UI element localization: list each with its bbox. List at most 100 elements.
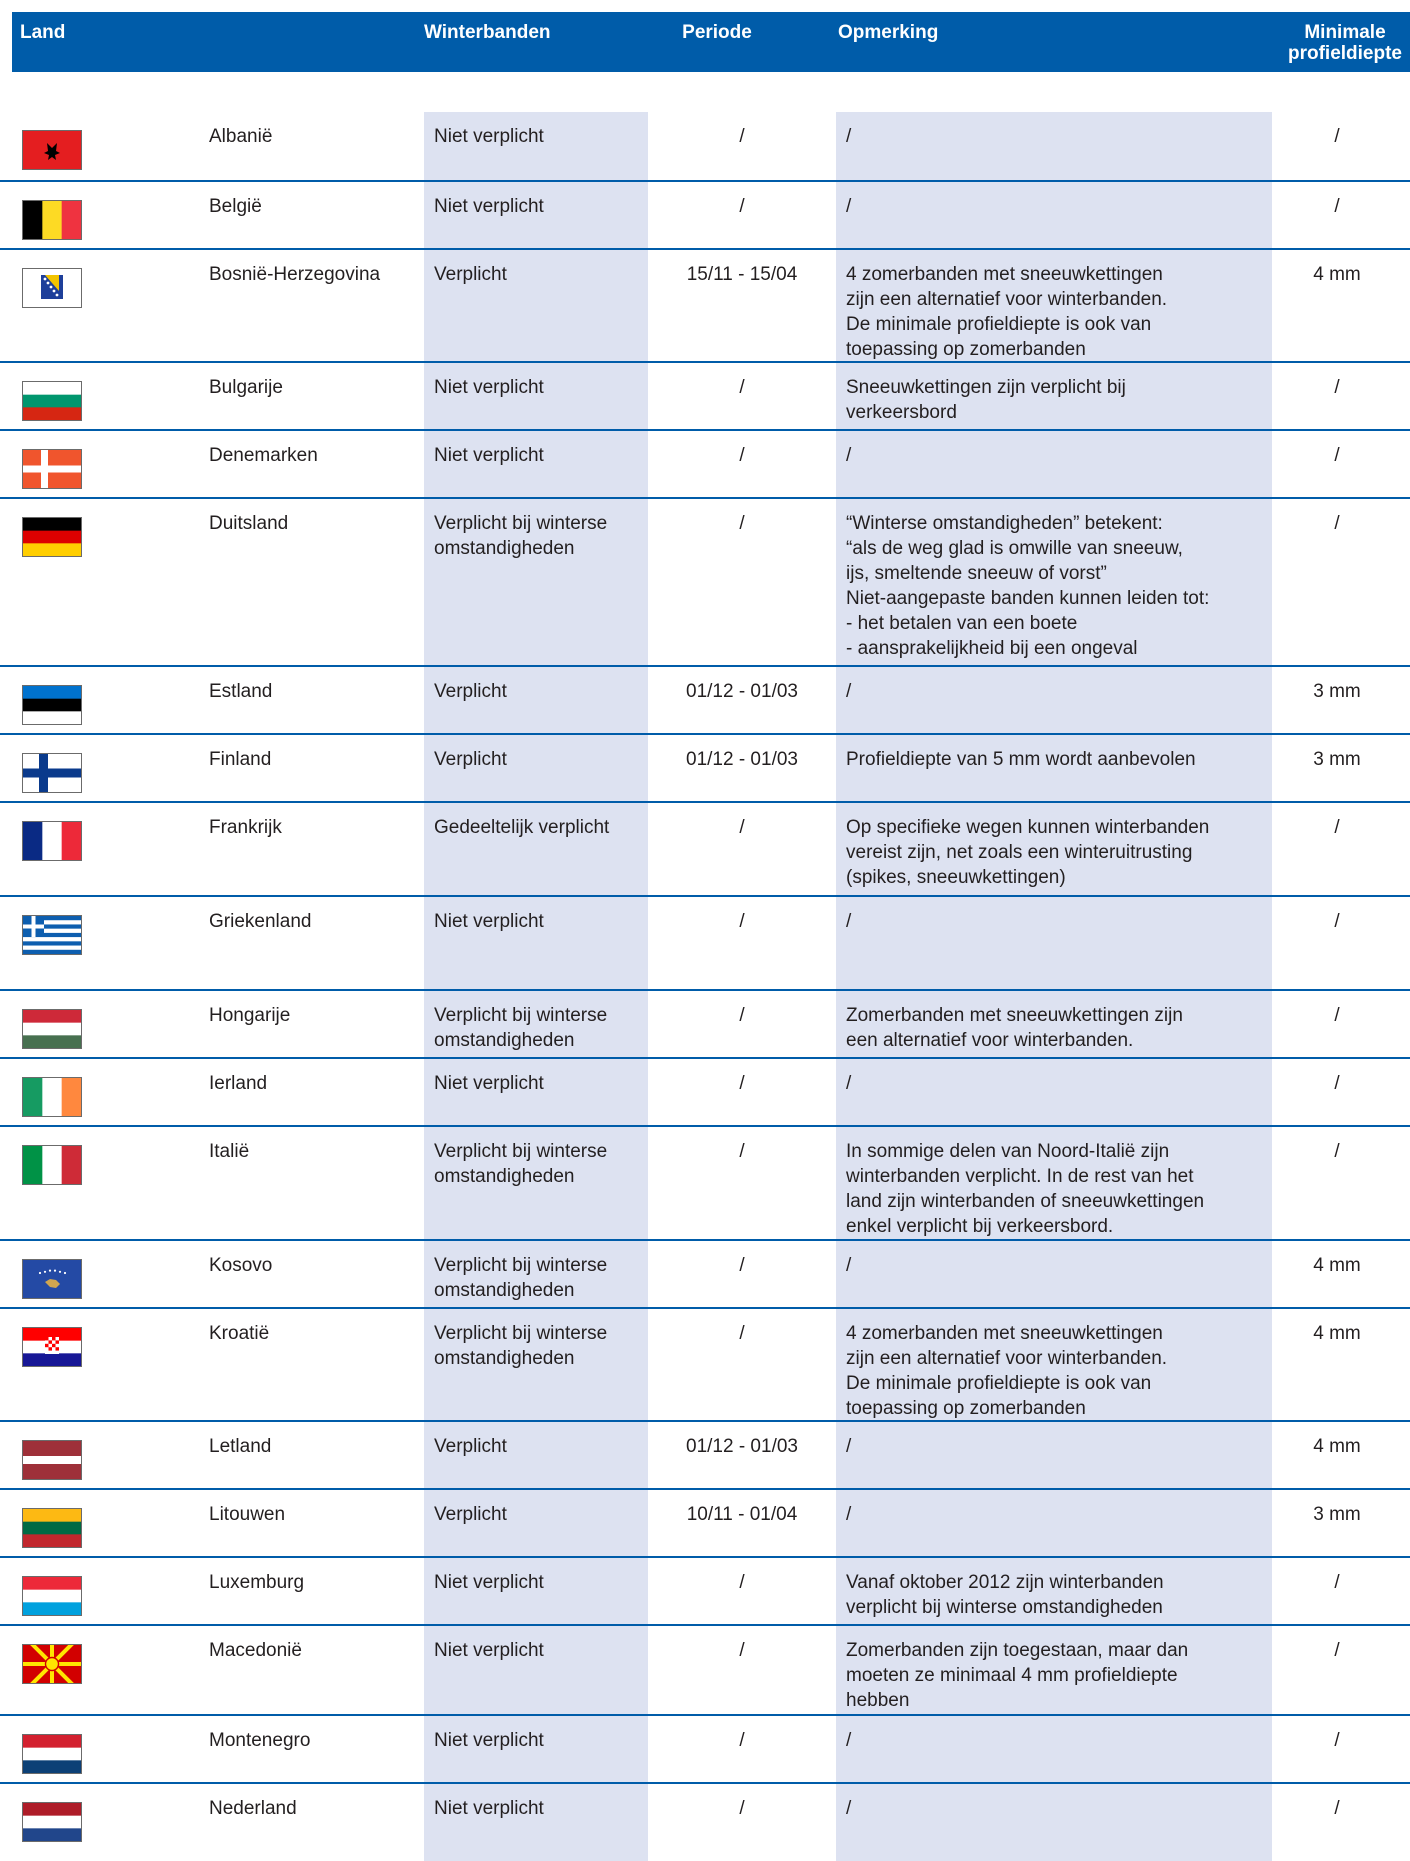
opmerking-value: In sommige delen van Noord-Italië zijn w… <box>846 1141 1205 1237</box>
profieldiepte-value: / <box>1334 445 1340 466</box>
profieldiepte-value: / <box>1334 1730 1340 1751</box>
profieldiepte-value: / <box>1334 1141 1340 1162</box>
profieldiepte-value: 4 mm <box>1313 264 1361 285</box>
country-name: Estland <box>209 681 273 702</box>
table-row: Estland Verplicht 01/12 - 01/03 / 3 mm <box>0 665 1410 733</box>
opmerking-value: / <box>846 681 852 702</box>
periode-value: / <box>739 196 745 217</box>
winterbanden-value: Niet verplicht <box>434 445 544 466</box>
montenegro-flag-icon <box>22 1734 82 1774</box>
country-name: Duitsland <box>209 513 289 534</box>
table-row: Denemarken Niet verplicht / / / <box>0 429 1410 497</box>
periode-value: 15/11 - 15/04 <box>686 264 798 285</box>
country-name: Hongarije <box>209 1005 291 1026</box>
luxembourg-flag-icon <box>22 1576 82 1616</box>
opmerking-value: / <box>846 1073 852 1094</box>
header-periode: Periode <box>682 22 752 43</box>
periode-value: 01/12 - 01/03 <box>686 1436 798 1457</box>
periode-value: / <box>739 1572 745 1593</box>
table-row: Letland Verplicht 01/12 - 01/03 / 4 mm <box>0 1420 1410 1488</box>
profieldiepte-value: 3 mm <box>1313 749 1361 770</box>
winterbanden-value: Verplicht <box>434 681 507 702</box>
periode-value: 01/12 - 01/03 <box>686 681 798 702</box>
country-name: Letland <box>209 1436 272 1457</box>
hungary-flag-icon <box>22 1009 82 1049</box>
winterbanden-value: Gedeeltelijk verplicht <box>434 817 610 838</box>
table-header: Land Winterbanden Periode Opmerking Mini… <box>12 12 1410 72</box>
table-row: Kroatië Verplicht bij winterse omstandig… <box>0 1307 1410 1420</box>
periode-value: / <box>739 377 745 398</box>
periode-value: / <box>739 911 745 932</box>
country-name: Griekenland <box>209 911 312 932</box>
periode-value: / <box>739 1730 745 1751</box>
winterbanden-column-band <box>424 112 648 1861</box>
table-row: Nederland Niet verplicht / / / <box>0 1782 1410 1850</box>
country-name: Luxemburg <box>209 1572 305 1593</box>
germany-flag-icon <box>22 517 82 557</box>
country-name: Finland <box>209 749 272 770</box>
header-land: Land <box>20 22 66 43</box>
periode-value: 01/12 - 01/03 <box>686 749 798 770</box>
header-profieldiepte: Minimale profieldiepte <box>1280 22 1410 64</box>
winterbanden-value: Niet verplicht <box>434 1572 544 1593</box>
opmerking-value: 4 zomerbanden met sneeuwkettingen zijn e… <box>846 264 1168 360</box>
winterbanden-value: Verplicht bij winterse omstandigheden <box>434 1323 608 1369</box>
croatia-flag-icon <box>22 1327 82 1367</box>
lithuania-flag-icon <box>22 1508 82 1548</box>
opmerking-value: Op specifieke wegen kunnen winterbanden … <box>846 817 1210 888</box>
profieldiepte-value: / <box>1334 817 1340 838</box>
table-row: Albanië Niet verplicht / / / <box>0 112 1410 180</box>
finland-flag-icon <box>22 753 82 793</box>
table-row: België Niet verplicht / / / <box>0 180 1410 248</box>
profieldiepte-value: / <box>1334 377 1340 398</box>
table-row: Bulgarije Niet verplicht / Sneeuwketting… <box>0 361 1410 429</box>
opmerking-value: / <box>846 1730 852 1751</box>
opmerking-value: Vanaf oktober 2012 zijn winterbanden ver… <box>846 1572 1164 1618</box>
greece-flag-icon <box>22 915 82 955</box>
profieldiepte-value: / <box>1334 513 1340 534</box>
opmerking-value: 4 zomerbanden met sneeuwkettingen zijn e… <box>846 1323 1168 1419</box>
header-profieldiepte-line-2: profieldiepte <box>1287 43 1402 64</box>
opmerking-value: / <box>846 1255 852 1276</box>
country-name: Denemarken <box>209 445 318 466</box>
profieldiepte-value: / <box>1334 1572 1340 1593</box>
ireland-flag-icon <box>22 1077 82 1117</box>
winterbanden-value: Verplicht bij winterse omstandigheden <box>434 513 608 559</box>
periode-value: / <box>739 1798 745 1819</box>
profieldiepte-value: 3 mm <box>1313 1504 1361 1525</box>
opmerking-value: Zomerbanden zijn toegestaan, maar dan mo… <box>846 1640 1189 1711</box>
profieldiepte-value: / <box>1334 1640 1340 1661</box>
estonia-flag-icon <box>22 685 82 725</box>
opmerking-value: / <box>846 126 852 147</box>
winterbanden-value: Niet verplicht <box>434 1640 544 1661</box>
opmerking-value: / <box>846 1504 852 1525</box>
table-row: Finland Verplicht 01/12 - 01/03 Profield… <box>0 733 1410 801</box>
periode-value: / <box>739 1640 745 1661</box>
periode-value: / <box>739 445 745 466</box>
table-row: Macedonië Niet verplicht / Zomerbanden z… <box>0 1624 1410 1714</box>
country-name: Frankrijk <box>209 817 282 838</box>
country-name: Ierland <box>209 1073 268 1094</box>
opmerking-value: Zomerbanden met sneeuwkettingen zijn een… <box>846 1005 1183 1051</box>
country-name: Montenegro <box>209 1730 311 1751</box>
periode-value: / <box>739 817 745 838</box>
table-row: Kosovo Verplicht bij winterse omstandigh… <box>0 1239 1410 1307</box>
opmerking-value: / <box>846 445 852 466</box>
table-row: Luxemburg Niet verplicht / Vanaf oktober… <box>0 1556 1410 1624</box>
profieldiepte-value: / <box>1334 196 1340 217</box>
periode-value: / <box>739 1255 745 1276</box>
country-name: Nederland <box>209 1798 297 1819</box>
country-name: België <box>209 196 262 217</box>
table-row: Griekenland Niet verplicht / / / <box>0 895 1410 989</box>
italy-flag-icon <box>22 1145 82 1185</box>
belgium-flag-icon <box>22 200 82 240</box>
header-profieldiepte-line-1: Minimale <box>1304 22 1386 43</box>
table-row: Ierland Niet verplicht / / / <box>0 1057 1410 1125</box>
winterbanden-value: Niet verplicht <box>434 1073 544 1094</box>
profieldiepte-value: / <box>1334 126 1340 147</box>
profieldiepte-value: 4 mm <box>1313 1255 1361 1276</box>
country-name: Kroatië <box>209 1323 270 1344</box>
profieldiepte-value: / <box>1334 1073 1340 1094</box>
winterbanden-value: Niet verplicht <box>434 1798 544 1819</box>
periode-value: / <box>739 126 745 147</box>
